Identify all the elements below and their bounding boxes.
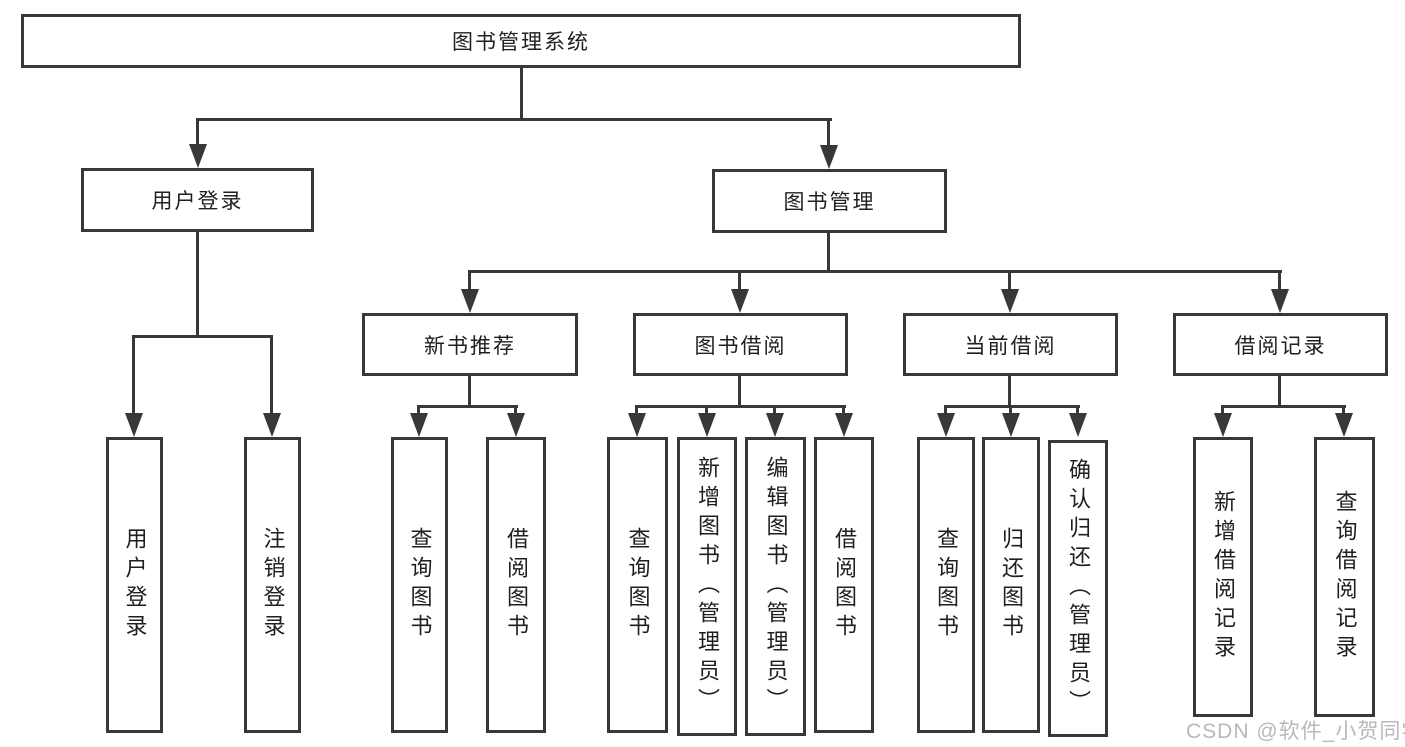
node-label: 当前借阅 [964, 334, 1057, 358]
connector-line [196, 232, 199, 338]
connector-line [514, 405, 517, 419]
leaf-borrow-books-borrowing: 借阅图书 [814, 437, 874, 733]
leaf-return-books: 归还图书 [982, 437, 1040, 733]
arrowhead-down [937, 413, 955, 437]
leaf-edit-books-admin: 编辑图书（管理员） [745, 437, 806, 736]
connector-line [773, 405, 776, 419]
leaf-label: 编辑图书（管理员） [763, 456, 789, 717]
connector-line [842, 405, 845, 419]
leaf-label: 新增借阅记录 [1211, 490, 1236, 664]
arrowhead-down [1214, 413, 1232, 437]
arrowhead-down [189, 144, 207, 168]
connector-line [1221, 405, 1346, 408]
arrowhead-down [1002, 413, 1020, 437]
connector-line [1008, 376, 1011, 408]
node-label: 新书推荐 [424, 334, 516, 358]
arrowhead-down [731, 289, 749, 313]
arrowhead-down [461, 289, 479, 313]
leaf-label: 新增图书（管理员） [695, 456, 720, 717]
connector-line [1221, 405, 1224, 419]
leaf-label: 查询图书 [934, 527, 959, 643]
arrowhead-down [628, 413, 646, 437]
arrowhead-down [835, 413, 853, 437]
leaf-add-books-admin: 新增图书（管理员） [677, 437, 737, 736]
node-label: 图书管理 [783, 191, 876, 214]
connector-line [827, 233, 830, 273]
node-borrow-records: 借阅记录 [1173, 313, 1388, 376]
connector-line [197, 118, 832, 121]
arrowhead-down [1069, 413, 1087, 437]
connector-line [417, 405, 518, 408]
node-current-borrowing: 当前借阅 [903, 313, 1118, 376]
connector-line [827, 118, 830, 148]
connector-line [520, 68, 523, 120]
leaf-label: 借阅图书 [504, 527, 529, 643]
connector-line [468, 376, 471, 408]
leaf-query-books-borrowing: 查询图书 [607, 437, 668, 733]
leaf-query-books-recommend: 查询图书 [391, 437, 448, 733]
arrowhead-down [1001, 289, 1019, 313]
connector-line [738, 376, 741, 408]
connector-line [1076, 405, 1079, 419]
leaf-label: 查询图书 [407, 527, 433, 643]
connector-line [196, 118, 199, 148]
csdn-watermark: CSDN @软件_小贺同学 [1186, 720, 1405, 743]
leaf-borrow-books-recommend: 借阅图书 [486, 437, 546, 733]
connector-line [132, 335, 135, 419]
leaf-query-books-current: 查询图书 [917, 437, 975, 733]
connector-line [1342, 405, 1345, 419]
connector-line [468, 270, 471, 292]
connector-line [944, 405, 1080, 408]
leaf-user-login: 用户登录 [106, 437, 163, 733]
arrowhead-down [1335, 413, 1353, 437]
connector-line [1278, 270, 1281, 292]
arrowhead-down [766, 413, 784, 437]
leaf-label: 确认归还（管理员） [1066, 458, 1091, 719]
connector-line [738, 270, 741, 292]
node-book-borrowing: 图书借阅 [633, 313, 848, 376]
leaf-confirm-return-admin: 确认归还（管理员） [1048, 440, 1108, 737]
arrowhead-down [507, 413, 525, 437]
arrowhead-down [698, 413, 716, 437]
arrowhead-down [410, 413, 428, 437]
node-library-system: 图书管理系统 [21, 14, 1021, 68]
connector-line [468, 270, 1282, 273]
leaf-label: 查询图书 [625, 527, 651, 643]
connector-line [705, 405, 708, 419]
connector-line [1008, 270, 1011, 292]
connector-line [270, 335, 273, 419]
connector-line [1278, 376, 1281, 408]
leaf-query-borrow-record: 查询借阅记录 [1314, 437, 1375, 717]
leaf-label: 查询借阅记录 [1332, 490, 1358, 664]
node-book-management: 图书管理 [712, 169, 947, 233]
node-user-login: 用户登录 [81, 168, 314, 232]
connector-line [1009, 405, 1012, 419]
connector-line [635, 405, 846, 408]
node-label: 用户登录 [151, 190, 244, 213]
leaf-label: 用户登录 [122, 527, 148, 643]
connector-line [132, 335, 273, 338]
connector-line [417, 405, 420, 419]
connector-line [944, 405, 947, 419]
arrowhead-down [125, 413, 143, 437]
arrowhead-down [1271, 289, 1289, 313]
node-label: 借阅记录 [1234, 334, 1327, 358]
leaf-label: 借阅图书 [832, 527, 857, 643]
leaf-label: 归还图书 [999, 527, 1024, 643]
arrowhead-down [820, 145, 838, 169]
node-new-book-recommend: 新书推荐 [362, 313, 578, 376]
leaf-label: 注销登录 [260, 527, 286, 643]
node-label: 图书借阅 [694, 334, 787, 358]
arrowhead-down [263, 413, 281, 437]
connector-line [635, 405, 638, 419]
node-label: 图书管理系统 [452, 31, 590, 54]
leaf-add-borrow-record: 新增借阅记录 [1193, 437, 1253, 717]
leaf-logout-login: 注销登录 [244, 437, 301, 733]
